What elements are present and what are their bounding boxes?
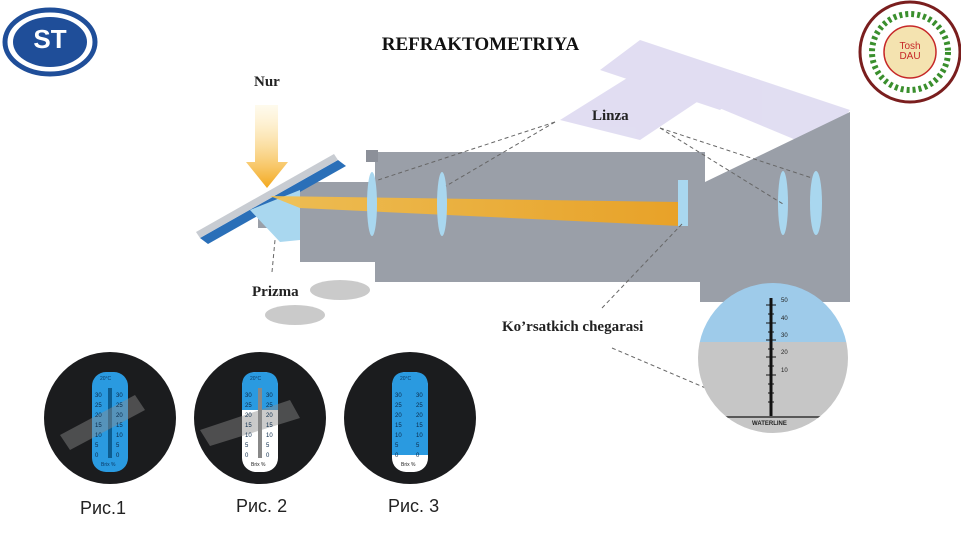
caption-view-1: Рис.1 — [80, 498, 127, 518]
view-1-scale-R-5: 5 — [116, 443, 120, 449]
view-1-unit: Brix % — [101, 462, 116, 468]
university-logo-center: Tosh DAU — [899, 41, 921, 62]
view-3-scale-R-0: 0 — [416, 453, 420, 459]
view-1 — [44, 352, 176, 484]
label-lens: Linza — [592, 108, 629, 124]
st-logo — [2, 7, 98, 77]
view-2-scale-L-20: 20 — [245, 413, 252, 419]
view-1-scale-R-0: 0 — [116, 453, 120, 459]
scale-tick-40: 40 — [781, 316, 788, 322]
view-1-scale-L-30: 30 — [95, 393, 102, 399]
scale-magnified — [698, 283, 848, 433]
view-2-scale-L-15: 15 — [245, 423, 252, 429]
view-3-scale-L-20: 20 — [395, 413, 402, 419]
view-3-scale-R-20: 20 — [416, 413, 423, 419]
view-2-scale-L-10: 10 — [245, 433, 252, 439]
view-2 — [194, 352, 326, 484]
view-2-scale-L-0: 0 — [245, 453, 249, 459]
view-2-scale-L-5: 5 — [245, 443, 249, 449]
view-1-scale-L-5: 5 — [95, 443, 99, 449]
view-3-unit: Brix % — [401, 462, 416, 468]
scale-tick-50: 50 — [781, 298, 788, 304]
view-2-scale-R-0: 0 — [266, 453, 270, 459]
label-prism: Prizma — [252, 284, 299, 300]
view-2-scale-R-25: 25 — [266, 403, 273, 409]
view-1-scale-R-20: 20 — [116, 413, 123, 419]
view-3-scale-R-15: 15 — [416, 423, 423, 429]
view-3-scale-L-15: 15 — [395, 423, 402, 429]
caption-view-3: Рис. 3 — [388, 496, 440, 516]
view-3-scale-L-25: 25 — [395, 403, 402, 409]
view-2-scale-R-5: 5 — [266, 443, 270, 449]
view-2-scale-R-15: 15 — [266, 423, 273, 429]
st-logo-text: ST — [33, 24, 67, 54]
label-boundary: Ko’rsatkich chegarasi — [502, 319, 644, 335]
view-1-scale-R-10: 10 — [116, 433, 123, 439]
view-1-temp: 20°C — [100, 376, 112, 382]
view-2-scale-L-30: 30 — [245, 393, 252, 399]
scale-tick-10: 10 — [781, 368, 788, 374]
view-1-scale-L-20: 20 — [95, 413, 102, 419]
leader-lines — [271, 121, 813, 393]
view-3-scale-L-0: 0 — [395, 453, 399, 459]
university-logo — [858, 0, 961, 104]
page-title: REFRAKTOMETRIYA — [381, 34, 580, 55]
view-2-scale-R-10: 10 — [266, 433, 273, 439]
view-1-scale-R-30: 30 — [116, 393, 123, 399]
view-3-scale-R-5: 5 — [416, 443, 420, 449]
view-2-scale-L-25: 25 — [245, 403, 252, 409]
view-1-scale-L-10: 10 — [95, 433, 102, 439]
view-3 — [344, 352, 476, 484]
view-3-temp: 20°C — [400, 376, 412, 382]
caption-view-2: Рис. 2 — [236, 496, 288, 516]
view-2-unit: Brix % — [251, 462, 266, 468]
view-2-scale-R-30: 30 — [266, 393, 273, 399]
view-1-scale-R-15: 15 — [116, 423, 123, 429]
view-2-temp: 20°C — [250, 376, 262, 382]
scale-tick-20: 20 — [781, 350, 788, 356]
scale-tick-30: 30 — [781, 333, 788, 339]
view-1-scale-R-25: 25 — [116, 403, 123, 409]
view-1-scale-L-25: 25 — [95, 403, 102, 409]
waterline-label: WATERLINE — [752, 421, 787, 427]
label-ray: Nur — [254, 74, 280, 90]
view-3-scale-R-30: 30 — [416, 393, 423, 399]
view-3-scale-L-5: 5 — [395, 443, 399, 449]
watermark — [560, 40, 850, 150]
watermark-lower — [60, 280, 370, 450]
view-3-scale-R-10: 10 — [416, 433, 423, 439]
view-1-scale-L-15: 15 — [95, 423, 102, 429]
view-2-scale-R-20: 20 — [266, 413, 273, 419]
view-3-scale-L-30: 30 — [395, 393, 402, 399]
view-1-scale-L-0: 0 — [95, 453, 99, 459]
lenses — [367, 171, 822, 236]
light-ray — [246, 105, 288, 188]
view-3-scale-R-25: 25 — [416, 403, 423, 409]
view-3-scale-L-10: 10 — [395, 433, 402, 439]
